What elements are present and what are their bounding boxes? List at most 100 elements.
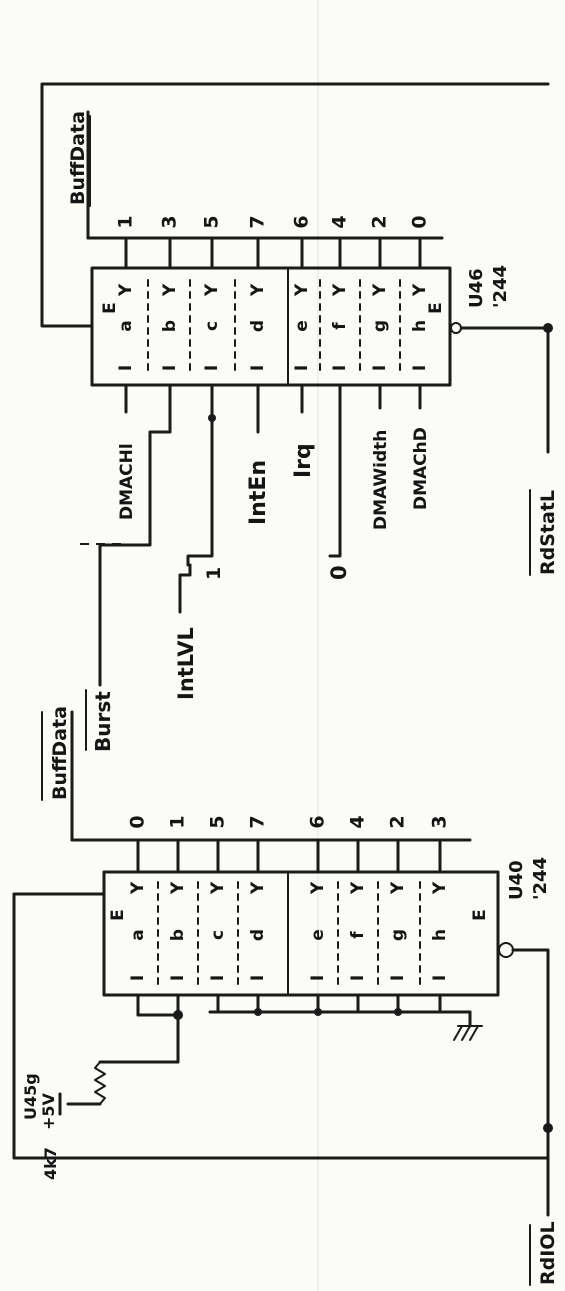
lower-bus-bit: 7	[247, 815, 269, 828]
u46-row-letter: c	[202, 321, 222, 331]
u40-row-letter: d	[248, 929, 268, 941]
junction-dot	[394, 1008, 402, 1016]
u46-row-letter: e	[292, 320, 312, 332]
u45-ref: U45g	[21, 1073, 40, 1120]
u46-row-letter: b	[160, 320, 180, 332]
junction-dot	[314, 1008, 322, 1016]
u46-enable-bottom: E	[426, 302, 446, 314]
label-burst: Burst	[91, 691, 115, 752]
u40-input-pin: I	[348, 975, 368, 981]
u46-row-letter: g	[370, 320, 390, 332]
u40-enable-bubble	[498, 942, 514, 958]
u46-output-pin: Y	[202, 283, 222, 297]
lower-bus-bit: 0	[127, 815, 149, 828]
u46-output-pin: Y	[160, 283, 180, 297]
u46-input-pin: I	[116, 365, 136, 371]
u40-input-pin: I	[388, 975, 408, 981]
u46-output-pin: Y	[248, 283, 268, 297]
u46-input-pin: I	[330, 365, 350, 371]
junction-dot	[208, 414, 216, 422]
lower-bus-bit: 5	[207, 815, 229, 828]
u40-input-pin: I	[430, 975, 450, 981]
upper-bus-bit: 0	[409, 215, 431, 228]
u46-enable-bubble	[450, 322, 462, 334]
label-inten: IntEn	[246, 460, 271, 525]
junction-dot-rdstatl	[543, 323, 553, 333]
u40-body	[102, 870, 500, 997]
upper-bus-bit: 7	[247, 215, 269, 228]
upper-bus-bit: 5	[201, 215, 223, 228]
u40-row-letter: e	[308, 929, 328, 941]
lower-bus-bit: 2	[387, 815, 409, 828]
u40-enable-bottom: E	[470, 909, 490, 921]
u46-input-pin: I	[410, 365, 430, 371]
u46-input-pin: I	[202, 365, 222, 371]
u40-row-letter: h	[430, 929, 450, 941]
label-dmawidth: DMAWidth	[371, 430, 391, 530]
u46-input-wires	[98, 383, 422, 687]
u46-body	[90, 266, 452, 387]
u40-row-letter: g	[388, 929, 408, 941]
u40-output-pin: Y	[430, 881, 450, 895]
u46-output-pin: Y	[292, 283, 312, 297]
u40-output-pin: Y	[208, 881, 228, 895]
u40-row-letter: c	[208, 930, 228, 940]
u40-part: '244	[530, 857, 551, 900]
junction-dot	[254, 1008, 262, 1016]
u46-part: '244	[490, 265, 511, 308]
u46-row-letter: h	[410, 320, 430, 332]
wire-intlvl-bit1	[186, 383, 214, 567]
u40-input-pin: I	[248, 975, 268, 981]
u40-output-pin: Y	[128, 881, 148, 895]
u45-value: 4k7	[41, 1147, 60, 1180]
upper-bus-bit: 3	[159, 215, 181, 228]
label-rdstatl: RdStatL	[537, 490, 559, 575]
u46-enable-loop	[40, 82, 550, 328]
label-dmachd: DMAChD	[411, 427, 431, 510]
lower-bus-label: BuffData	[49, 706, 71, 800]
u40-input-ties	[136, 993, 483, 1041]
label-intlvl: IntLVL	[174, 627, 198, 700]
u46-output-pin: Y	[410, 283, 430, 297]
wire-intlvl	[178, 563, 192, 614]
junction-dot-rdiol	[543, 1123, 553, 1133]
u46-ref: U46	[466, 268, 487, 308]
u40-row-letter: b	[168, 929, 188, 941]
u46-output-pin: Y	[330, 283, 350, 297]
u40-ref: U40	[506, 860, 527, 900]
lower-bus-bit: 6	[307, 815, 329, 828]
label-irq: Irq	[291, 443, 316, 478]
label-dmachl: DMACHl	[117, 443, 137, 520]
resistor-icon	[94, 1061, 106, 1105]
u46-row-letter: a	[116, 320, 136, 331]
u46-output-pin: Y	[370, 283, 390, 297]
u40-enable-loop	[12, 892, 550, 1160]
u40-output-pin: Y	[348, 881, 368, 895]
wire-burst	[98, 383, 172, 687]
u40-row-letter: f	[348, 931, 368, 939]
upper-bus-bit: 2	[369, 215, 391, 228]
u40-input-pin: I	[128, 975, 148, 981]
label-intlvl-bit0: 0	[327, 565, 351, 580]
u40-input-pin: I	[208, 975, 228, 981]
label-intlvl-bit1: 1	[203, 567, 225, 580]
u46-enable-top: E	[100, 302, 120, 314]
u46-input-pin: I	[370, 365, 390, 371]
u40-output-pin: Y	[168, 881, 188, 895]
u46-input-pin: I	[248, 365, 268, 371]
u40-output-pin: Y	[248, 881, 268, 895]
u40-input-pin: I	[308, 975, 328, 981]
u40-output-pin: Y	[308, 881, 328, 895]
u45-pullup: +5V U45g 4k7	[21, 1013, 180, 1180]
u46-row-letter: f	[330, 322, 350, 330]
wire-intlvl-bit0	[328, 383, 342, 558]
label-rdiol: RdIOL	[537, 1221, 559, 1285]
u40-enable-top: E	[108, 909, 128, 921]
